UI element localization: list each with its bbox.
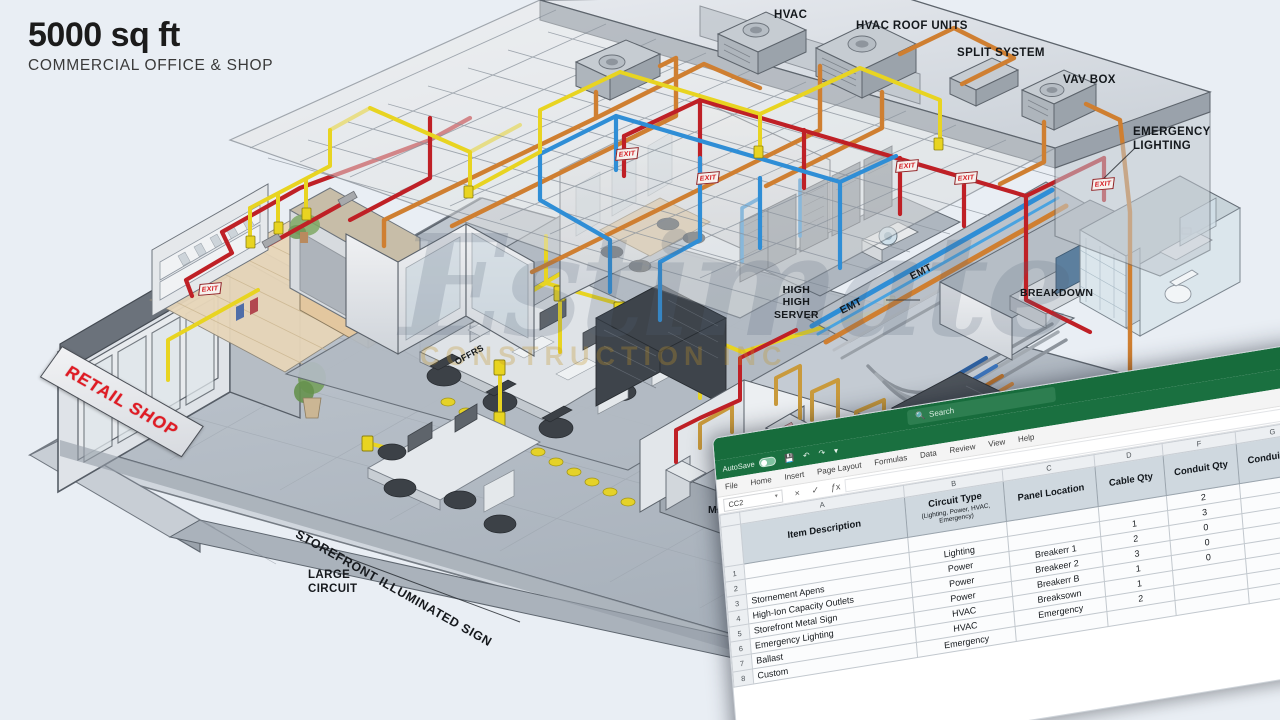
- page-subtitle: COMMERCIAL OFFICE & SHOP: [28, 56, 274, 74]
- exit-sign: EXIT: [198, 282, 222, 296]
- callout-hvac-roof-units: HVAC ROOF UNITS: [856, 20, 968, 32]
- confirm-icon[interactable]: ✓: [811, 484, 820, 496]
- callout-emergency-lighting: EMERGENCY LIGHTING: [1133, 126, 1211, 153]
- callout-vav-box: VAV BOX: [1063, 74, 1116, 86]
- tab-data[interactable]: Data: [919, 448, 938, 460]
- name-box-value: CC2: [728, 497, 744, 509]
- save-icon[interactable]: 💾: [783, 453, 795, 464]
- exit-sign: EXIT: [1091, 177, 1115, 191]
- callout-large-circuit: LARGE CIRCUIT: [308, 569, 358, 596]
- exit-sign: EXIT: [696, 171, 720, 185]
- header-conduit-qty-f-text: Conduit Qty: [1173, 458, 1229, 479]
- tab-view[interactable]: View: [987, 437, 1006, 449]
- exit-sign: EXIT: [895, 159, 919, 173]
- redo-icon[interactable]: ↷: [818, 448, 826, 459]
- exit-sign-text: EXIT: [699, 173, 717, 183]
- callout-hvac: HVAC: [774, 9, 808, 21]
- label-high-high-server: HIGH HIGH SERVER: [774, 284, 819, 321]
- exit-sign-text: EXIT: [618, 149, 636, 159]
- search-placeholder: Search: [928, 405, 955, 419]
- exit-sign-text: EXIT: [898, 161, 916, 171]
- tab-page-layout[interactable]: Page Layout: [816, 460, 862, 477]
- label-breakdown: BREAKDOWN: [1020, 287, 1094, 299]
- exit-sign: EXIT: [615, 147, 639, 161]
- insert-function-icon[interactable]: ƒx: [830, 480, 841, 493]
- header-item-description-text: Item Description: [787, 518, 862, 542]
- more-icon[interactable]: ▾: [833, 446, 839, 456]
- tab-file[interactable]: File: [724, 480, 739, 492]
- tab-formulas[interactable]: Formulas: [873, 453, 908, 468]
- tab-review[interactable]: Review: [949, 441, 976, 456]
- tab-insert[interactable]: Insert: [784, 469, 805, 482]
- autosave-label: AutoSave: [722, 459, 756, 474]
- tab-home[interactable]: Home: [750, 474, 773, 488]
- undo-icon[interactable]: ↶: [802, 450, 811, 461]
- tab-help[interactable]: Help: [1017, 432, 1035, 445]
- exit-sign-text: EXIT: [201, 284, 219, 294]
- header-panel-location-text: Panel Location: [1017, 482, 1085, 504]
- exit-sign-text: EXIT: [1094, 179, 1112, 189]
- header-cable-qty-text: Cable Qty: [1108, 471, 1154, 490]
- cancel-icon[interactable]: ×: [794, 487, 801, 499]
- row-number[interactable]: 8: [732, 669, 754, 688]
- exit-sign-text: EXIT: [957, 173, 975, 183]
- title-block: 5000 sq ft COMMERCIAL OFFICE & SHOP: [28, 16, 274, 75]
- autosave-switch[interactable]: [758, 456, 776, 468]
- chevron-down-icon[interactable]: ▼: [773, 493, 780, 500]
- exit-sign: EXIT: [954, 171, 978, 185]
- page-title: 5000 sq ft: [28, 16, 180, 54]
- header-conduit-qty-g-text: Conduit Qty: [1247, 447, 1280, 467]
- search-icon: 🔍: [914, 410, 926, 422]
- callout-split-system: SPLIT SYSTEM: [957, 47, 1045, 59]
